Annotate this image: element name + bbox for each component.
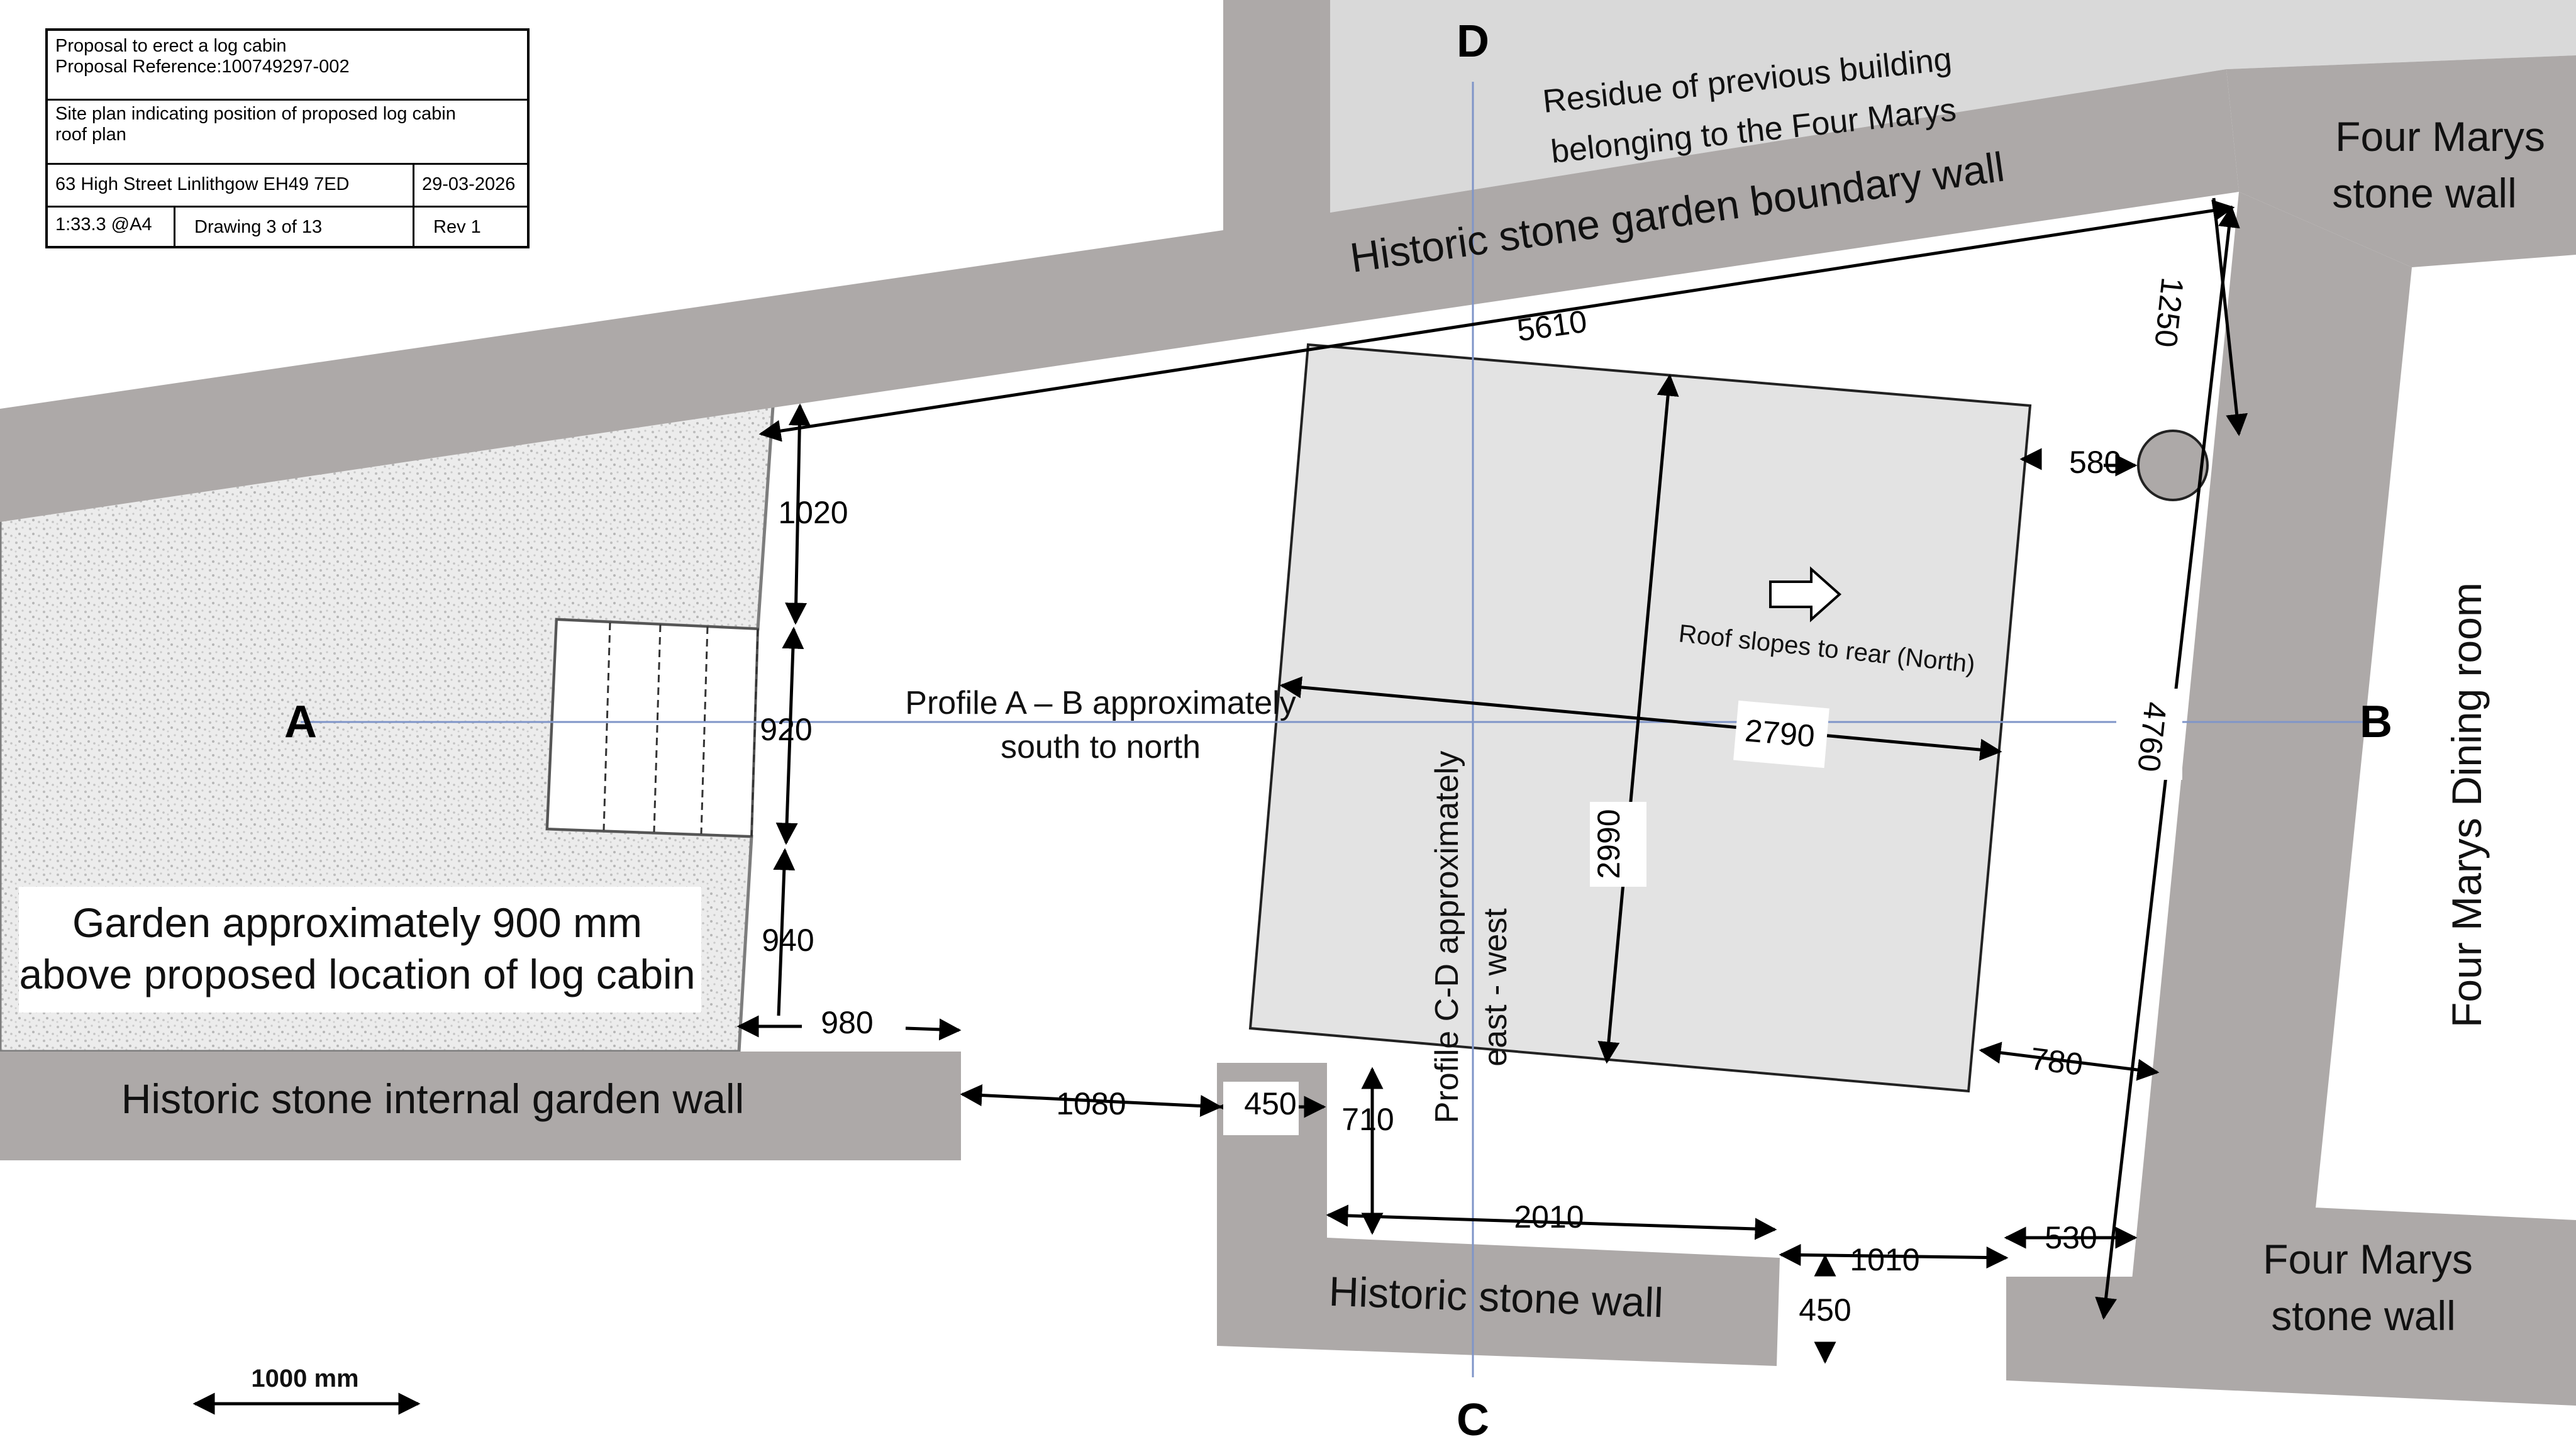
dim-1010: 1010 bbox=[1850, 1242, 1919, 1277]
dim-5610: 5610 bbox=[1515, 304, 1589, 348]
drawing-number: Drawing 3 of 13 bbox=[174, 206, 413, 247]
address: 63 High Street Linlithgow EH49 7ED bbox=[55, 174, 350, 194]
dim-450-gap: 450 bbox=[1799, 1292, 1851, 1328]
profile-point-d: D bbox=[1457, 16, 1489, 67]
profile-point-a: A bbox=[284, 697, 317, 747]
garden-note-line2: above proposed location of log cabin bbox=[19, 951, 695, 997]
proposal-reference: Proposal Reference:100749297-002 bbox=[55, 57, 350, 77]
date: 29-03-2026 bbox=[413, 163, 527, 206]
scale-bar-label: 1000 mm bbox=[251, 1365, 358, 1392]
profile-ab-label-line2: south to north bbox=[1001, 729, 1201, 765]
scale: 1:33.3 @A4 bbox=[55, 214, 152, 235]
revision: Rev 1 bbox=[413, 206, 527, 247]
dim-1080: 1080 bbox=[1056, 1086, 1126, 1121]
title-block: Proposal to erect a log cabin Proposal R… bbox=[45, 28, 530, 248]
dim-530: 530 bbox=[2045, 1220, 2097, 1255]
garden-steps bbox=[545, 618, 760, 838]
profile-cd-label-line2: east - west bbox=[1477, 908, 1514, 1067]
dim-710: 710 bbox=[1341, 1102, 1394, 1137]
four-marys-top-label-line1: Four Marys bbox=[2335, 113, 2545, 160]
internal-garden-wall-label: Historic stone internal garden wall bbox=[121, 1075, 744, 1122]
dim-1250: 1250 bbox=[2148, 276, 2190, 349]
dim-580: 580 bbox=[2069, 445, 2121, 480]
dim-450-wall: 450 bbox=[1244, 1086, 1296, 1121]
dim-1020: 1020 bbox=[778, 495, 848, 530]
dim-980: 980 bbox=[821, 1005, 873, 1040]
profile-point-c: C bbox=[1457, 1395, 1489, 1445]
four-marys-bottom-label-line2: stone wall bbox=[2271, 1292, 2456, 1339]
description-line2: roof plan bbox=[55, 125, 126, 145]
proposal-title: Proposal to erect a log cabin bbox=[55, 36, 287, 56]
dim-920: 920 bbox=[760, 712, 812, 747]
title-block-row-proposal: Proposal to erect a log cabin Proposal R… bbox=[48, 31, 527, 101]
four-marys-bottom-wall-shape bbox=[2006, 1208, 2576, 1406]
profile-cd-label-line1: Profile C-D approximately bbox=[1429, 751, 1465, 1123]
title-block-row-description: Site plan indicating position of propose… bbox=[48, 99, 527, 165]
four-marys-top-wall-shape bbox=[2226, 55, 2576, 267]
dim-2790: 2790 bbox=[1743, 713, 1816, 753]
dimension-lines bbox=[192, 197, 2248, 1415]
stone-wall-shape bbox=[1217, 1063, 1780, 1366]
roof-slope-arrow-icon bbox=[1769, 566, 1842, 623]
title-block-row-address: 63 High Street Linlithgow EH49 7ED 29-03… bbox=[48, 163, 527, 208]
dim-2010: 2010 bbox=[1514, 1199, 1584, 1235]
four-marys-top-label-line2: stone wall bbox=[2332, 170, 2517, 216]
profile-point-b: B bbox=[2360, 697, 2392, 747]
dim-780: 780 bbox=[2028, 1041, 2085, 1082]
garden-note-line1: Garden approximately 900 mm bbox=[72, 899, 642, 946]
four-marys-bottom-label-line1: Four Marys bbox=[2263, 1236, 2473, 1282]
dim-940: 940 bbox=[762, 923, 814, 958]
profile-ab-label-line1: Profile A – B approximately bbox=[905, 685, 1296, 721]
dim-4760: 4760 bbox=[2131, 701, 2173, 774]
residue-building-area bbox=[1330, 0, 2576, 213]
dining-room-label: Four Marys Dining room bbox=[2443, 582, 2490, 1028]
description-line1: Site plan indicating position of propose… bbox=[55, 104, 456, 124]
title-block-row-scale: 1:33.3 @A4 Drawing 3 of 13 Rev 1 bbox=[48, 206, 527, 247]
dim-2990: 2990 bbox=[1591, 809, 1626, 879]
internal-garden-wall-shape bbox=[0, 1052, 961, 1160]
downpipe-circle bbox=[2137, 430, 2209, 501]
